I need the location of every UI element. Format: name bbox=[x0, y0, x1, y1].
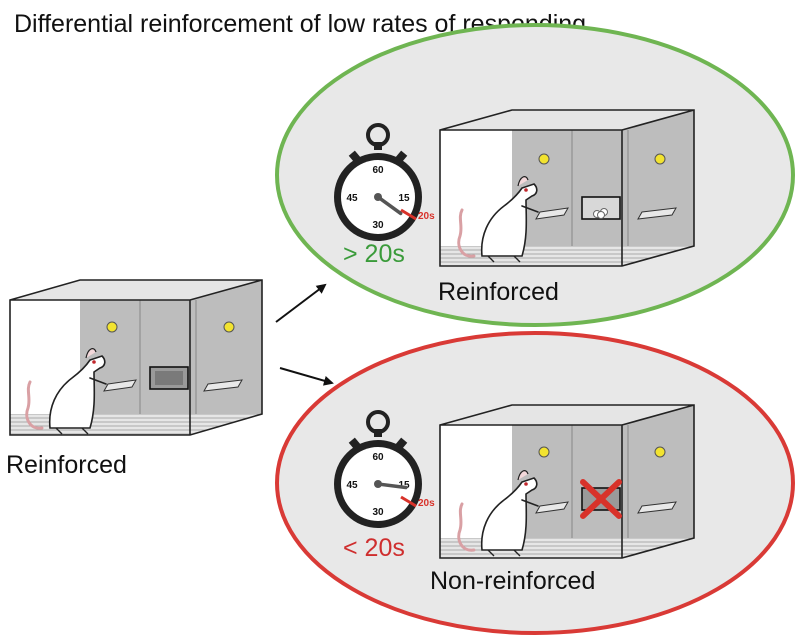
svg-text:60: 60 bbox=[372, 165, 384, 176]
lever-right bbox=[203, 379, 243, 392]
reinforced-operant-chamber bbox=[439, 109, 695, 267]
svg-text:45: 45 bbox=[346, 193, 358, 204]
lever-left bbox=[103, 379, 137, 392]
svg-text:30: 30 bbox=[372, 507, 384, 518]
food-pellet-icon bbox=[597, 211, 605, 219]
initial-label: Reinforced bbox=[6, 451, 127, 479]
stopwatch-hand bbox=[376, 195, 403, 216]
initial-operant-chamber bbox=[9, 279, 263, 436]
lever-right bbox=[637, 207, 677, 220]
stimulus-light-right bbox=[654, 446, 666, 458]
svg-text:30: 30 bbox=[372, 220, 384, 231]
non-reinforced-operant-chamber bbox=[439, 404, 695, 559]
stimulus-light-left bbox=[538, 446, 550, 458]
lever-right bbox=[637, 501, 677, 514]
svg-text:60: 60 bbox=[372, 452, 384, 463]
stopwatch-hand bbox=[376, 482, 408, 490]
stopwatch-icon: 60 15 30 45 20s bbox=[332, 410, 435, 530]
arrow-to-non-reinforced bbox=[279, 367, 334, 386]
svg-text:15: 15 bbox=[398, 193, 410, 204]
outcome-label: Reinforced bbox=[438, 278, 559, 306]
lever-left bbox=[535, 501, 569, 514]
condition-label: < 20s bbox=[343, 534, 405, 562]
threshold-label: 20s bbox=[418, 211, 435, 222]
condition-label: > 20s bbox=[343, 240, 405, 268]
arrow-to-reinforced bbox=[275, 283, 327, 323]
outcome-label: Non-reinforced bbox=[430, 567, 595, 595]
stimulus-light-left bbox=[106, 321, 118, 333]
stimulus-light-right bbox=[654, 153, 666, 165]
svg-text:45: 45 bbox=[346, 480, 358, 491]
stimulus-light-right bbox=[223, 321, 235, 333]
stimulus-light-left bbox=[538, 153, 550, 165]
threshold-label: 20s bbox=[418, 498, 435, 509]
lever-left bbox=[535, 207, 569, 220]
svg-text:15: 15 bbox=[398, 480, 410, 491]
stopwatch-icon: 60 15 30 45 20s bbox=[332, 123, 435, 243]
cross-icon bbox=[580, 479, 622, 519]
